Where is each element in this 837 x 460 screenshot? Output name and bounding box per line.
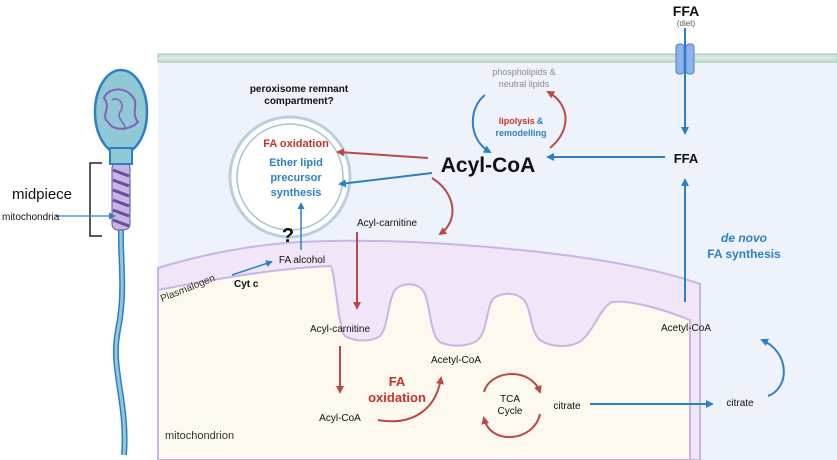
lipolysis-label: lipolysis& [499, 116, 544, 126]
arrow-fa-oxidation-to-acetylcoa [377, 376, 445, 423]
cyt-c-label: Cyt c [234, 279, 259, 290]
fa-alcohol-label: FA alcohol [279, 255, 325, 266]
ffa-label: FFA [674, 151, 699, 166]
peroxisome-label-line1: peroxisome remnant [250, 84, 349, 95]
sperm-illustration [56, 68, 149, 456]
de-novo-label: de novo [721, 231, 767, 245]
mitochondria-label: mitochondria [2, 212, 60, 223]
citrate-cyto-label: citrate [726, 398, 754, 409]
ether-lipid-label-line1: Ether lipid [269, 157, 323, 169]
fa-synthesis-label: FA synthesis [707, 247, 781, 261]
diet-label: (diet) [677, 19, 696, 28]
acyl-carnitine-cyto-label: Acyl-carnitine [357, 218, 417, 229]
arrow-acylcoa-to-ether-lipid [338, 172, 433, 188]
tca-label-line1: TCA [500, 394, 520, 405]
sperm-head-icon [93, 68, 149, 156]
mitochondrion-label: mitochondrion [165, 430, 234, 442]
phospholipids-label-line1: phospholipids & [492, 67, 556, 77]
arrow-citrate-to-acetylcoa [760, 338, 785, 397]
arrow-cyt-c [231, 260, 273, 276]
tca-cycle-arc-bottom [481, 413, 541, 439]
fa-oxidation-peroxisome-label: FA oxidation [263, 138, 329, 150]
ffa-diet-label: FFA [673, 3, 699, 19]
fa-oxidation-mito-line1: FA [389, 374, 406, 389]
acetyl-coa-mito-label: Acetyl-CoA [431, 355, 481, 366]
acyl-carnitine-mito-label: Acyl-carnitine [310, 324, 370, 335]
question-mark: ? [282, 225, 294, 247]
acyl-coa-mito-label: Acyl-CoA [319, 413, 361, 424]
tca-label-line2: Cycle [497, 406, 522, 417]
remodelling-label: remodelling [495, 128, 546, 138]
tca-cycle-arc-top [483, 373, 542, 394]
arrow-lipolysis-left [471, 94, 492, 153]
midpiece-label: midpiece [12, 186, 72, 203]
arrow-lipolysis-right [546, 91, 567, 149]
citrate-mito-label: citrate [553, 401, 581, 412]
phospholipids-label-line2: neutral lipids [499, 79, 550, 89]
mitochondrion [157, 239, 701, 460]
arrow-acylcoa-to-fa-oxidation [336, 148, 429, 159]
fa-oxidation-mito-line2: oxidation [368, 390, 426, 405]
ether-lipid-label-line3: synthesis [271, 187, 322, 199]
peroxisome [228, 115, 352, 239]
ether-lipid-label-line2: precursor [270, 172, 322, 184]
acyl-coa-main-label: Acyl-CoA [441, 154, 536, 177]
arrow-acylcoa-to-acylcarnitine [431, 177, 454, 236]
acetyl-coa-cyto-label: Acetyl-CoA [661, 323, 711, 334]
peroxisome-label-line2: compartment? [264, 96, 333, 107]
